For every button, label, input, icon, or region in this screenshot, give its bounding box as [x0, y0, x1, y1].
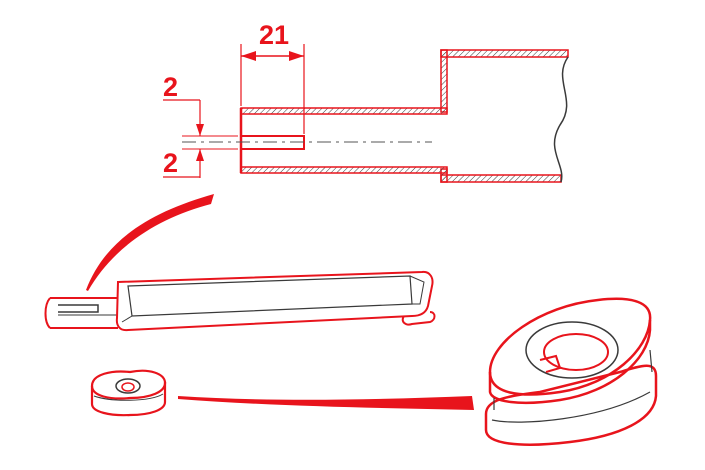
dim-label-lower-2: 2	[163, 148, 178, 178]
large-grommet-lower-flange	[484, 364, 658, 446]
break-line	[553, 56, 569, 183]
small-grommet-side	[90, 382, 167, 417]
small-grommet-top	[90, 369, 167, 400]
large-grommet-hole	[543, 333, 609, 371]
dim-label-21: 21	[259, 20, 289, 50]
small-tube-bottom-wall	[240, 166, 448, 174]
small-grommet-hole	[115, 378, 141, 394]
slotted-body-clip	[401, 311, 436, 326]
dim-arrow-upper	[196, 124, 204, 136]
small-tube-top-wall	[240, 107, 448, 115]
large-grommet-neck	[493, 349, 653, 410]
tube-stub-slot	[58, 304, 99, 313]
dim-label-upper-2: 2	[163, 72, 178, 102]
large-grommet-ring	[525, 321, 619, 379]
large-grommet	[484, 297, 658, 446]
small-grommet	[90, 369, 167, 417]
tube-stub	[44, 297, 118, 329]
callout-swoosh-upper	[86, 194, 214, 291]
large-grommet-lower-groove	[491, 391, 651, 423]
slotted-body-inner	[127, 275, 413, 317]
small-grommet-groove	[93, 393, 164, 401]
dim-arrow-lower	[196, 149, 204, 161]
large-grommet-top-flange-edge	[488, 320, 652, 405]
slotted-body-outline	[115, 270, 434, 332]
tube-section-view: 21 2 2	[163, 20, 569, 183]
large-grommet-top-flange	[488, 297, 652, 396]
callout-swoosh-lower	[178, 396, 474, 410]
large-tube-left-wall-upper	[440, 49, 448, 113]
dim-arrow-left	[241, 51, 256, 61]
slotted-tube-3d	[44, 270, 436, 332]
large-grommet-notch	[539, 354, 562, 373]
large-tube-top-wall	[440, 49, 569, 58]
dim-arrow-right	[289, 51, 304, 61]
small-grommet-hole-inner	[121, 382, 135, 392]
slotted-body-bevel	[121, 275, 425, 323]
large-tube-bottom-wall	[440, 174, 562, 183]
